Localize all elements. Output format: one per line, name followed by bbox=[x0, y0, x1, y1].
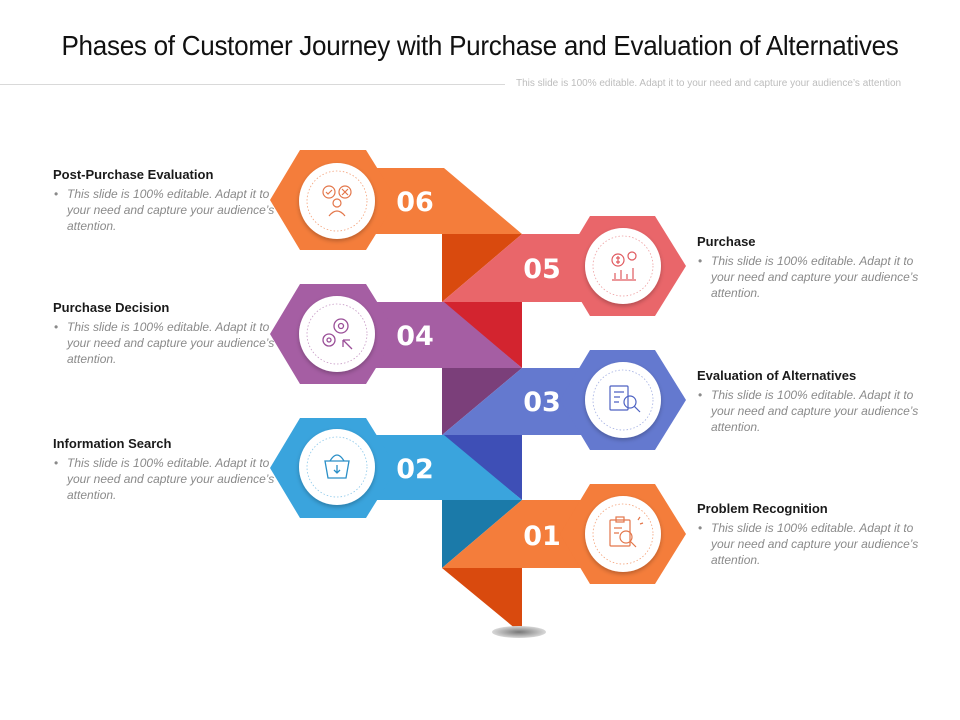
phase-05-heading: Purchase bbox=[697, 234, 756, 249]
phase-03-heading: Evaluation of Alternatives bbox=[697, 368, 857, 383]
gears-cursor-icon bbox=[322, 318, 353, 350]
phase-03-bullets: This slide is 100% editable. Adapt it to… bbox=[697, 387, 922, 435]
phase-02-heading: Information Search bbox=[53, 436, 172, 451]
phase-02: 02 bbox=[270, 418, 522, 518]
page-title: Phases of Customer Journey with Purchase… bbox=[61, 30, 899, 61]
phase-06-circle bbox=[299, 163, 375, 239]
phase-04-heading: Purchase Decision bbox=[53, 300, 170, 315]
document-search-icon bbox=[609, 385, 641, 413]
subtitle: This slide is 100% editable. Adapt it to… bbox=[516, 78, 902, 89]
phase-03-text: Evaluation of Alternatives This slide is… bbox=[697, 368, 922, 435]
phase-03-arrow bbox=[442, 368, 600, 435]
phase-01-text: Problem Recognition This slide is 100% e… bbox=[697, 501, 922, 568]
phase-06-heading: Post-Purchase Evaluation bbox=[53, 167, 214, 182]
phase-02-number: 02 bbox=[396, 454, 434, 485]
phase-06-arrow bbox=[365, 168, 522, 234]
arrow-tail bbox=[442, 568, 522, 634]
phase-01-description: This slide is 100% editable. Adapt it to… bbox=[698, 520, 922, 568]
phase-04-number: 04 bbox=[396, 321, 434, 352]
phase-04-circle bbox=[299, 296, 375, 372]
phase-06-ring bbox=[306, 170, 368, 232]
phase-05-circle bbox=[585, 228, 661, 304]
money-chart-icon bbox=[611, 251, 637, 281]
clipboard-search-icon bbox=[609, 516, 644, 548]
phase-05-description: This slide is 100% editable. Adapt it to… bbox=[698, 253, 922, 301]
phase-05-arrow bbox=[442, 234, 600, 302]
phase-05-bullets: This slide is 100% editable. Adapt it to… bbox=[697, 253, 922, 301]
phase-02-ring bbox=[306, 436, 368, 498]
phase-01: 01 bbox=[442, 484, 686, 584]
phase-01-bullets: This slide is 100% editable. Adapt it to… bbox=[697, 520, 922, 568]
phase-04-bullets: This slide is 100% editable. Adapt it to… bbox=[53, 319, 278, 367]
phase-02-text: Information Search This slide is 100% ed… bbox=[53, 436, 278, 503]
phase-06-number: 06 bbox=[396, 187, 434, 218]
phase-04-arrow bbox=[365, 302, 522, 368]
phase-04-text: Purchase Decision This slide is 100% edi… bbox=[53, 300, 278, 367]
phase-01-heading: Problem Recognition bbox=[697, 501, 828, 516]
phase-02-bullets: This slide is 100% editable. Adapt it to… bbox=[53, 455, 278, 503]
title-divider bbox=[0, 84, 505, 85]
phase-03-circle bbox=[585, 362, 661, 438]
phase-03-number: 03 bbox=[523, 387, 561, 418]
phase-06-text: Post-Purchase Evaluation This slide is 1… bbox=[53, 167, 278, 234]
phase-05: 05 bbox=[442, 216, 686, 316]
phase-03-description: This slide is 100% editable. Adapt it to… bbox=[698, 387, 922, 435]
phase-03-ring bbox=[592, 369, 654, 431]
phase-06-bullets: This slide is 100% editable. Adapt it to… bbox=[53, 186, 278, 234]
phase-04: 04 bbox=[270, 284, 522, 384]
phase-02-description: This slide is 100% editable. Adapt it to… bbox=[54, 455, 278, 503]
phase-04-description: This slide is 100% editable. Adapt it to… bbox=[54, 319, 278, 367]
shopping-basket-icon bbox=[324, 454, 350, 479]
phase-05-text: Purchase This slide is 100% editable. Ad… bbox=[697, 234, 922, 301]
phase-03: 03 bbox=[442, 350, 686, 450]
phase-01-number: 01 bbox=[523, 521, 561, 552]
phase-05-ring bbox=[592, 235, 654, 297]
phase-01-arrow bbox=[442, 500, 600, 568]
phase-01-ring bbox=[592, 503, 654, 565]
phase-05-number: 05 bbox=[523, 254, 561, 285]
phase-04-ring bbox=[306, 303, 368, 365]
pin-shadow bbox=[492, 626, 546, 638]
phase-06: 06 bbox=[270, 150, 522, 250]
evaluation-person-icon bbox=[322, 185, 352, 217]
phase-01-circle bbox=[585, 496, 661, 572]
phase-06-description: This slide is 100% editable. Adapt it to… bbox=[54, 186, 278, 234]
phase-02-arrow bbox=[365, 435, 522, 500]
